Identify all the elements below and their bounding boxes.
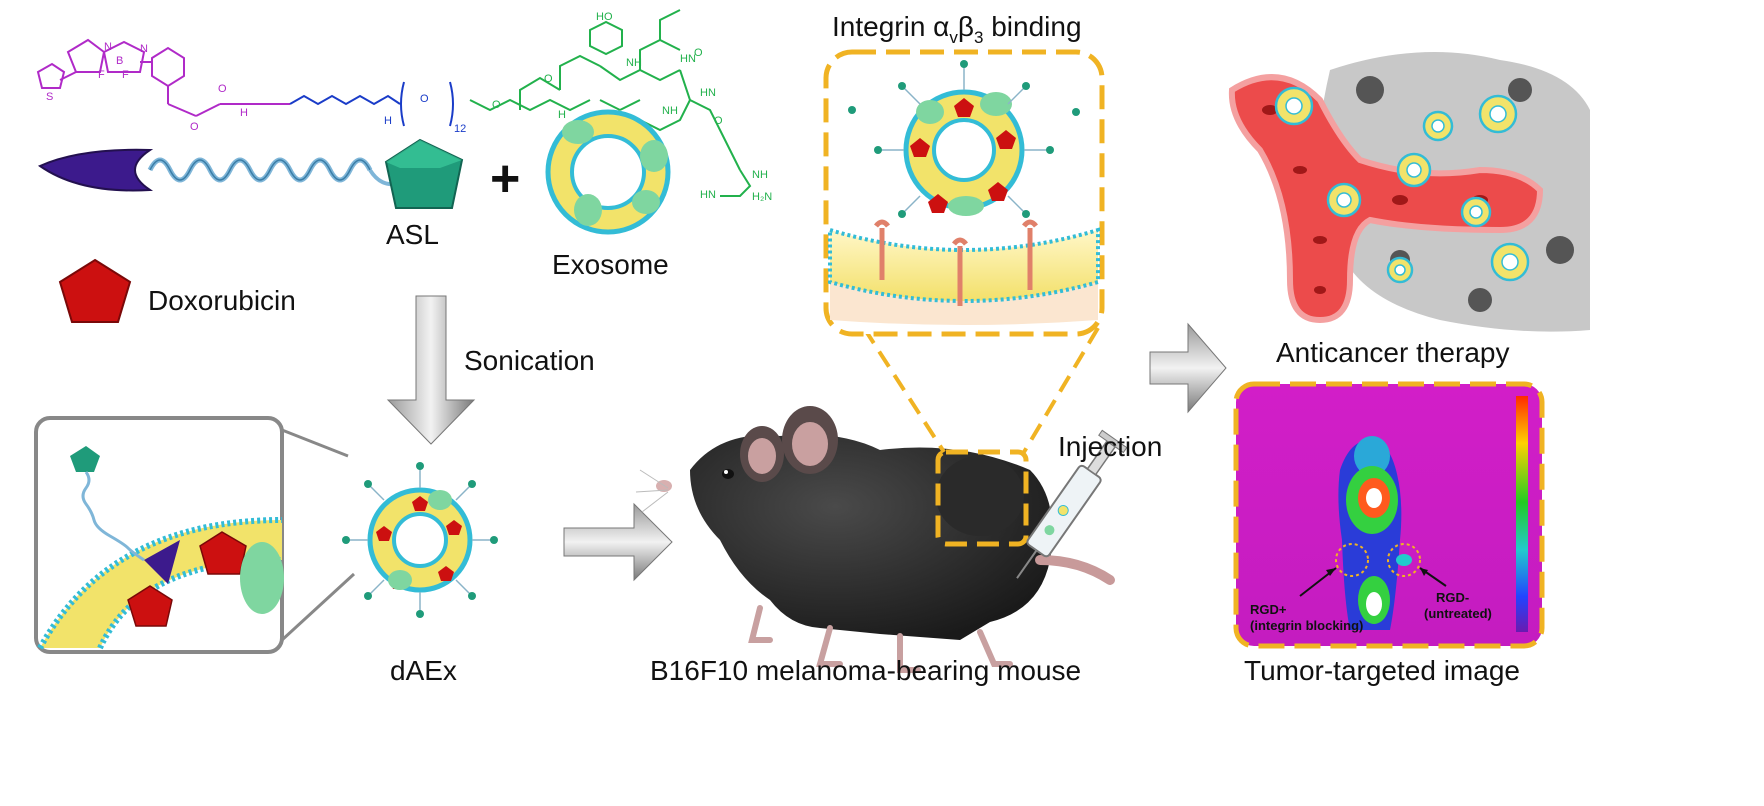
rgd-minus-label: RGD- <box>1436 590 1469 605</box>
peptide-fragment <box>469 9 741 171</box>
chem-f-2: F <box>122 69 129 81</box>
chem-h-1: H <box>240 107 248 119</box>
plus-sign: + <box>490 150 520 208</box>
asl-chemical-structure: N B F F N S O O H H O 12 HO O <box>36 9 772 203</box>
chem-nh-1: NH <box>626 57 642 69</box>
chem-h2n: H₂N <box>752 191 772 203</box>
chem-sub-12: 12 <box>454 123 466 135</box>
integrin-suffix: binding <box>983 11 1081 42</box>
rgd-minus-sub: (untreated) <box>1424 606 1492 621</box>
anticancer-therapy-illustration <box>1228 52 1590 332</box>
integrin-prefix: Integrin α <box>832 11 949 42</box>
asl-label: ASL <box>386 219 439 250</box>
doxorubicin-icon <box>58 258 132 323</box>
chem-b: B <box>116 55 123 67</box>
chem-o-2: O <box>218 83 227 95</box>
doxorubicin-label: Doxorubicin <box>148 285 296 316</box>
integrin-beta: β <box>958 11 974 42</box>
zoom-guide-left <box>862 326 946 454</box>
chem-s: S <box>46 91 53 103</box>
rgd-plus-sub: (integrin blocking) <box>1250 618 1363 633</box>
chem-o-1: O <box>190 121 199 133</box>
chem-h-2: H <box>384 115 392 127</box>
chem-o-6: O <box>714 115 723 127</box>
chem-o-4: O <box>544 73 553 85</box>
arrow-to-mouse-icon <box>563 502 673 582</box>
integrin-title: Integrin αvβ3 binding <box>832 11 1082 47</box>
injection-label: Injection <box>1058 431 1162 462</box>
therapy-nanoparticles <box>1274 86 1530 284</box>
mouse-illustration <box>635 406 1115 673</box>
bodipy-fragment <box>36 38 290 117</box>
chem-h-3: H <box>558 109 566 121</box>
tumor-image-label: Tumor-targeted image <box>1244 655 1520 686</box>
chem-o-5: O <box>492 99 501 111</box>
tumor-region-box <box>935 449 1029 547</box>
chem-n-1: N <box>104 41 112 53</box>
integrin-sub-3: 3 <box>974 28 983 47</box>
chem-nh-3: NH <box>752 169 768 181</box>
daex-particle <box>342 462 498 618</box>
mouse-label: B16F10 melanoma-bearing mouse <box>650 655 1081 686</box>
arrow-to-results-icon <box>1149 322 1227 414</box>
daex-zoom-inset <box>34 416 356 654</box>
rgd-plus-label: RGD+ <box>1250 602 1287 617</box>
chem-hn-1: HN <box>680 53 696 65</box>
chem-n-2: N <box>140 43 148 55</box>
zoom-guide-right <box>1022 326 1100 454</box>
exosome-label: Exosome <box>552 249 669 280</box>
chem-hn-2: HN <box>700 87 716 99</box>
linker-fragment <box>289 81 454 127</box>
exosome-icon <box>545 109 671 235</box>
integrin-sub-v: v <box>949 28 958 47</box>
sonication-arrow-icon <box>386 295 476 445</box>
sonication-label: Sonication <box>464 345 595 376</box>
anticancer-label: Anticancer therapy <box>1276 337 1509 368</box>
chem-o-7: O <box>694 47 703 59</box>
tumor-targeted-image <box>1233 381 1545 649</box>
daex-label: dAEx <box>390 655 457 686</box>
chem-ho: HO <box>596 11 613 23</box>
chem-hn-imine: HN <box>700 189 716 201</box>
syringe-icon <box>1016 429 1128 579</box>
integrin-binding-panel <box>823 49 1105 337</box>
chem-nh-2: NH <box>662 105 678 117</box>
chem-o-3: O <box>420 93 429 105</box>
asl-schematic <box>37 138 464 209</box>
chem-f-1: F <box>98 69 105 81</box>
